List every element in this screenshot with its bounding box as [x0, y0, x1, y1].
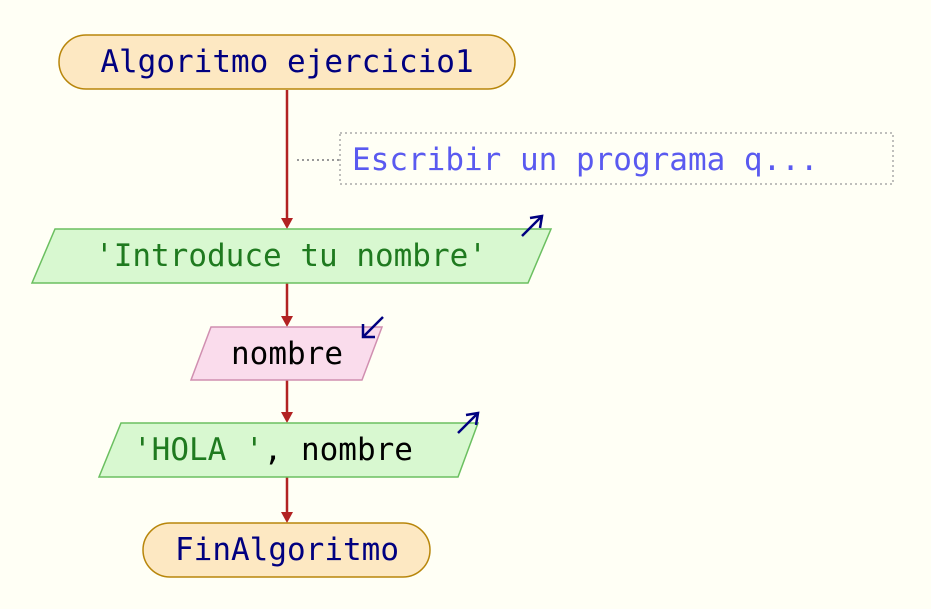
- input-variable: nombre: [231, 336, 343, 372]
- comment-box: [339, 132, 894, 185]
- output-2-text: 'HOLA ', nombre: [133, 432, 413, 468]
- input-arrow-icon: [361, 316, 384, 339]
- end-label: FinAlgoritmo: [175, 532, 399, 568]
- output-2-literal: 'HOLA ': [133, 432, 264, 468]
- start-label: Algoritmo ejercicio1: [100, 44, 473, 80]
- output-2-variable: , nombre: [264, 432, 413, 468]
- input-box: [189, 326, 384, 381]
- arrowhead-output1: [281, 218, 293, 229]
- comment-text: Escribir un programa q...: [352, 142, 819, 178]
- end-terminal: [142, 522, 431, 578]
- arrowhead-input: [281, 316, 293, 327]
- arrowhead-end: [281, 512, 293, 523]
- output-1-text: 'Introduce tu nombre': [95, 238, 487, 274]
- output-box-1: [30, 228, 553, 284]
- arrowhead-output2: [281, 412, 293, 423]
- output-1-arrow-icon: [521, 214, 544, 237]
- output-2-arrow-icon: [457, 411, 480, 434]
- output-box-2: [97, 422, 480, 478]
- start-terminal: [58, 34, 516, 90]
